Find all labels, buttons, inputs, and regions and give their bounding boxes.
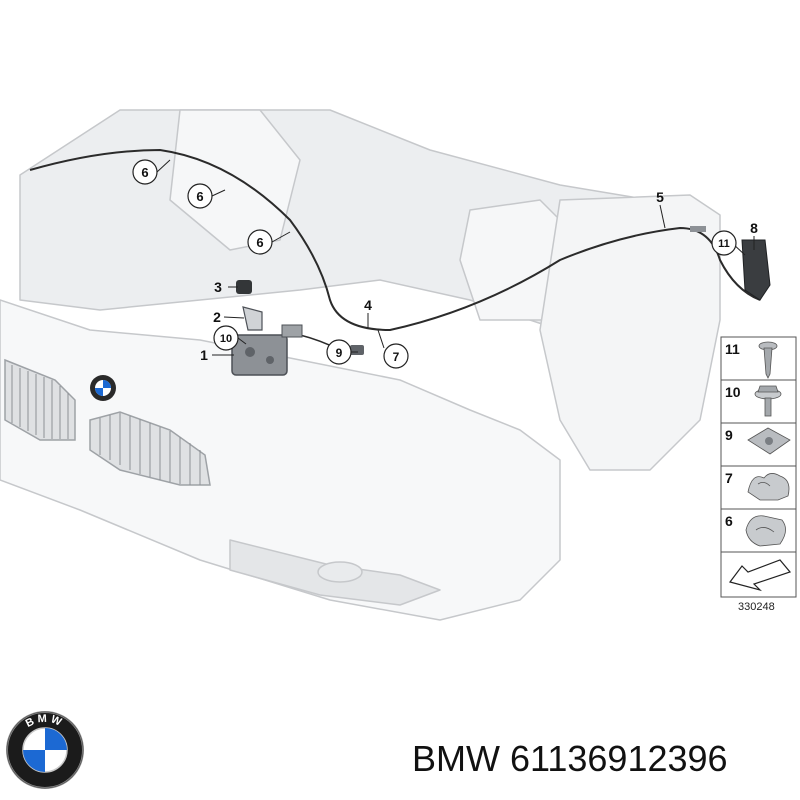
legend-item-11: 11 [725, 341, 778, 379]
callout-1: 1 [200, 347, 208, 363]
kidney-grille-right [89, 411, 211, 486]
part-number-caption: BMW 61136912396 [412, 738, 728, 779]
callout-10: 10 [213, 325, 239, 351]
callout-5: 5 [656, 189, 664, 205]
svg-text:6: 6 [141, 165, 148, 180]
callout-6c: 6 [247, 229, 273, 255]
svg-text:11: 11 [718, 238, 730, 250]
bmw-logo: BMW [6, 711, 84, 789]
callout-9: 9 [326, 339, 352, 365]
hood-emblem [90, 375, 116, 401]
cable-clip-icon [747, 473, 790, 501]
svg-text:6: 6 [196, 189, 203, 204]
hex-bolt-icon [754, 385, 782, 417]
legend-item-7: 7 [725, 470, 790, 501]
parts-legend: 11 10 9 7 [720, 336, 797, 613]
svg-text:5: 5 [656, 189, 664, 205]
svg-text:10: 10 [725, 384, 741, 400]
callout-8: 8 [750, 220, 758, 236]
callout-11: 11 [711, 230, 737, 256]
kidney-grille-left [4, 358, 76, 441]
callout-6a: 6 [132, 159, 158, 185]
callout-2: 2 [213, 309, 221, 325]
diagram-code: 330248 [738, 601, 775, 613]
svg-text:8: 8 [750, 220, 758, 236]
svg-text:9: 9 [725, 427, 733, 443]
leader-lines [156, 159, 755, 356]
legend-item-9: 9 [725, 427, 791, 455]
callout-6b: 6 [187, 183, 213, 209]
cable-connector [690, 226, 706, 232]
release-handle [741, 239, 771, 301]
lock-buffer [236, 280, 252, 294]
svg-text:1: 1 [200, 347, 208, 363]
svg-text:10: 10 [220, 333, 232, 345]
cable-holder-icon [745, 515, 786, 547]
legend-item-arrow [728, 559, 792, 592]
svg-text:4: 4 [364, 297, 372, 313]
callout-4: 4 [364, 297, 372, 313]
svg-text:11: 11 [725, 341, 740, 357]
lock-bracket [242, 306, 263, 331]
hood-lock [231, 324, 303, 376]
cable-end-fitting [350, 345, 364, 355]
arrow-pointer-icon [728, 559, 792, 592]
callout-3: 3 [214, 279, 222, 295]
callout-7: 7 [383, 343, 409, 369]
svg-text:9: 9 [336, 346, 343, 360]
screw-icon [758, 341, 778, 379]
svg-text:7: 7 [393, 350, 400, 364]
legend-item-10: 10 [725, 384, 782, 417]
car-front-body [0, 109, 721, 621]
svg-text:2: 2 [213, 309, 221, 325]
svg-text:6: 6 [256, 235, 263, 250]
logo-letters: BMW [24, 713, 66, 730]
svg-text:7: 7 [725, 470, 733, 486]
svg-text:3: 3 [214, 279, 222, 295]
legend-item-6: 6 [725, 513, 786, 547]
svg-text:6: 6 [725, 513, 733, 529]
nut-clip-icon [747, 427, 791, 455]
